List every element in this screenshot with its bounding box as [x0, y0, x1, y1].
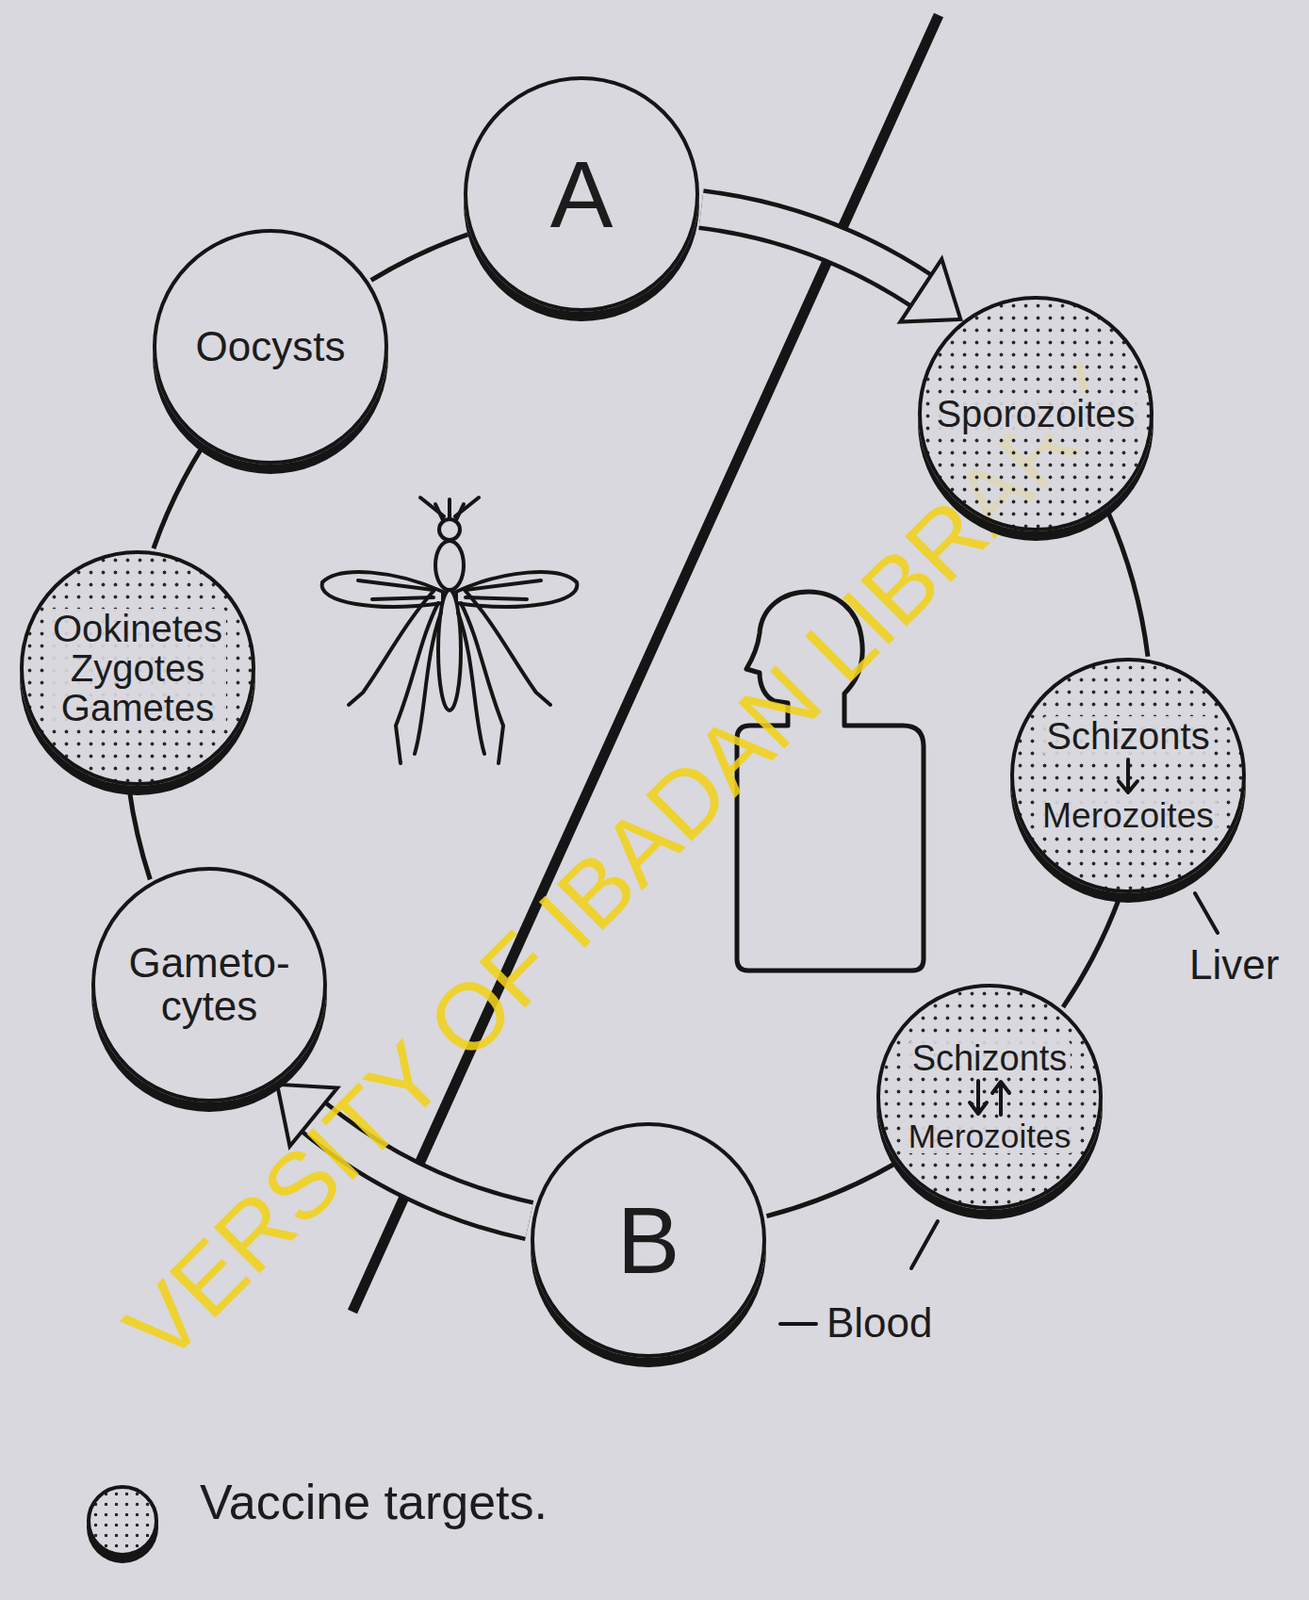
ring-line — [767, 1163, 896, 1217]
ring-line — [1107, 510, 1148, 657]
transition-arrow — [959, 1077, 1020, 1119]
stage-label: Schizonts — [908, 1040, 1072, 1079]
stage-label: Gameto- cytes — [128, 941, 290, 1029]
legend-text: Vaccine targets. — [199, 1475, 548, 1530]
vaccine-target-stage: Sporozoites — [917, 295, 1154, 532]
vaccine-target-stage: SchizontsMerozoites — [1010, 657, 1246, 894]
transmission-arrow — [701, 209, 961, 323]
ring-connector — [1063, 896, 1121, 1008]
ring-line — [1063, 896, 1121, 1008]
region-label: Blood — [826, 1300, 933, 1346]
mosquito-figure — [322, 497, 578, 764]
stage-label: Merozoites — [1038, 797, 1218, 835]
stage-label: Sporozoites — [932, 393, 1139, 434]
leader-lines — [780, 893, 1218, 1325]
transition-arrow — [1097, 755, 1159, 798]
ring-line — [129, 788, 150, 881]
stage-label: Schizonts — [1042, 716, 1213, 756]
vaccine-target-stage: Ookinetes Zygotes Gametes — [19, 550, 256, 786]
arrow-head — [992, 1081, 1010, 1094]
arrow-shaft — [976, 1080, 981, 1113]
ring-line — [371, 234, 469, 281]
life-cycle-stage: Gameto- cytes — [91, 867, 328, 1103]
ring-connector — [1107, 510, 1148, 657]
ring-connector — [371, 234, 469, 281]
arrow-head — [899, 259, 961, 323]
arrow-shaft — [1126, 759, 1130, 792]
life-cycle-stage: B — [530, 1122, 767, 1359]
stage-label: Ookinetes Zygotes Gametes — [49, 608, 227, 728]
arrow-head — [1118, 781, 1138, 793]
stage-label: B — [617, 1191, 681, 1291]
ring-connector — [767, 1163, 896, 1217]
arrow-strokes — [1118, 759, 1138, 793]
arrow-strokes — [969, 1080, 1010, 1115]
stage-label: A — [550, 145, 614, 245]
ring-connector — [129, 788, 150, 881]
arrow-band-fill — [701, 209, 923, 292]
stage-label: Merozoites — [904, 1118, 1076, 1154]
ring-connector — [153, 446, 203, 549]
vaccine-target-stage: SchizontsMerozoites — [876, 983, 1103, 1211]
life-cycle-stage: A — [463, 76, 700, 312]
region-label: Liver — [1189, 942, 1279, 988]
arrow-head — [969, 1102, 987, 1114]
legend-swatch — [86, 1485, 159, 1557]
ring-line — [153, 446, 203, 549]
stage-label: Oocysts — [196, 325, 346, 369]
arrow-band-outline — [701, 209, 923, 292]
arrow-shaft — [998, 1082, 1003, 1115]
life-cycle-stage: Oocysts — [152, 229, 389, 465]
